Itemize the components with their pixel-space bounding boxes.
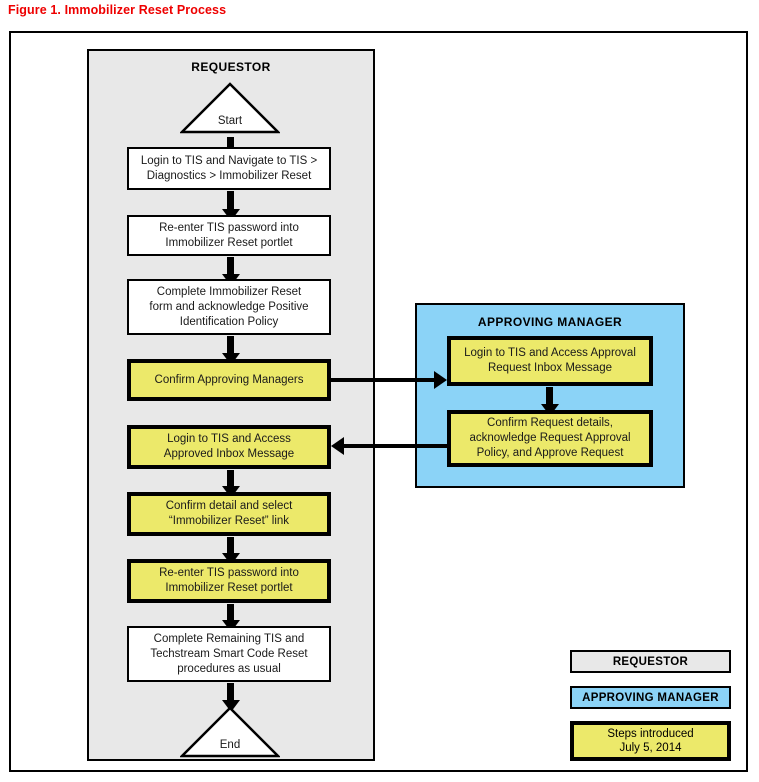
legend-item-approving-manager: APPROVING MANAGER [570, 686, 731, 709]
node-confirm-approve-request-label: Confirm Request details, acknowledge Req… [469, 417, 631, 459]
node-confirm-detail-select-link: Confirm detail and select “Immobilizer R… [127, 492, 331, 536]
legend: REQUESTOR APPROVING MANAGER Steps introd… [570, 650, 731, 762]
connector-m2-to-r5-arrowhead [331, 437, 344, 455]
connector-m1-to-m2 [540, 387, 559, 416]
connector-r4-to-m1-line [331, 378, 439, 382]
connector-r7-to-r8 [221, 604, 240, 632]
figure-title: Figure 1. Immobilizer Reset Process [8, 3, 227, 17]
node-complete-form: Complete Immobilizer Reset form and ackn… [127, 279, 331, 335]
connector-r6-to-r7 [221, 537, 240, 565]
connector-m2-to-r5-line [339, 444, 447, 448]
node-login-navigate: Login to TIS and Navigate to TIS > Diagn… [127, 147, 331, 190]
node-confirm-approving-managers: Confirm Approving Managers [127, 359, 331, 401]
node-start: Start [180, 82, 280, 134]
flowchart-frame: REQUESTOR APPROVING MANAGER Start Login … [9, 31, 748, 772]
node-reenter-password-2: Re-enter TIS password into Immobilizer R… [127, 559, 331, 603]
lane-approving-manager-title: APPROVING MANAGER [477, 315, 623, 329]
node-login-navigate-label: Login to TIS and Navigate to TIS > Diagn… [140, 154, 318, 182]
node-end: End [180, 706, 280, 758]
node-login-approval-request-label: Login to TIS and Access Approval Request… [464, 347, 636, 374]
node-confirm-approving-managers-label: Confirm Approving Managers [154, 373, 304, 386]
legend-item-requestor-label: REQUESTOR [612, 655, 689, 668]
connector-r2-to-r3 [221, 257, 240, 286]
node-start-label: Start [217, 115, 243, 127]
node-confirm-detail-select-link-label: Confirm detail and select “Immobilizer R… [165, 500, 293, 527]
lane-requestor-title: REQUESTOR [191, 60, 271, 74]
connector-r4-to-m1-arrowhead [434, 371, 447, 389]
node-reenter-password-1-label: Re-enter TIS password into Immobilizer R… [159, 221, 299, 249]
legend-item-approving-manager-label: APPROVING MANAGER [582, 691, 719, 704]
legend-item-requestor: REQUESTOR [570, 650, 731, 673]
connector-r8-to-end [221, 683, 240, 712]
node-login-approved-inbox: Login to TIS and Access Approved Inbox M… [127, 425, 331, 469]
node-login-approval-request: Login to TIS and Access Approval Request… [447, 336, 653, 386]
node-complete-remaining: Complete Remaining TIS and Techstream Sm… [127, 626, 331, 682]
connector-r1-to-r2 [221, 191, 240, 221]
node-confirm-approve-request: Confirm Request details, acknowledge Req… [447, 410, 653, 467]
connector-r3-to-r4 [221, 336, 240, 365]
node-reenter-password-2-label: Re-enter TIS password into Immobilizer R… [159, 567, 299, 594]
connector-r5-to-r6 [221, 470, 240, 498]
node-end-label: End [219, 739, 241, 751]
triangle-shape [180, 82, 280, 134]
triangle-shape [180, 706, 280, 758]
legend-item-new-steps-line1: Steps introduced [607, 728, 694, 740]
node-login-approved-inbox-label: Login to TIS and Access Approved Inbox M… [163, 433, 295, 460]
legend-item-new-steps: Steps introduced July 5, 2014 [570, 721, 731, 761]
node-complete-form-label: Complete Immobilizer Reset form and ackn… [149, 285, 309, 328]
legend-item-new-steps-line2: July 5, 2014 [619, 742, 682, 754]
node-reenter-password-1: Re-enter TIS password into Immobilizer R… [127, 215, 331, 256]
node-complete-remaining-label: Complete Remaining TIS and Techstream Sm… [150, 632, 308, 675]
